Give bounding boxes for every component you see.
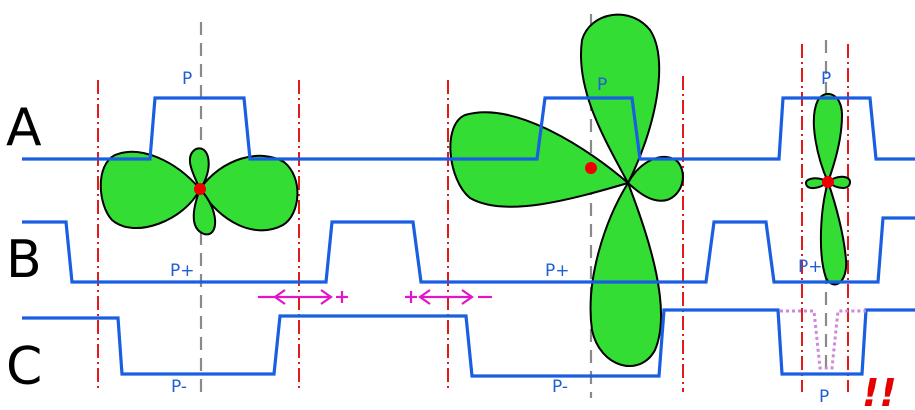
beam-pattern-left — [99, 147, 299, 236]
signal-a — [22, 96, 915, 161]
phase-center-dot — [194, 183, 206, 195]
lobe-bottom-large — [589, 182, 662, 367]
lobe-left-large — [449, 111, 629, 208]
lobe-down-small — [192, 188, 217, 236]
label-p-right-bottom: P — [819, 387, 829, 407]
arrowhead-left-2 — [418, 289, 431, 305]
beam-pattern-right — [805, 92, 851, 286]
label-p-left: P — [182, 69, 192, 89]
signal-c — [22, 308, 915, 378]
label-pminus-middle: P- — [552, 377, 568, 397]
arrowhead-left — [273, 289, 286, 305]
arrowhead-right — [320, 289, 333, 305]
lobe-right-big — [199, 154, 299, 232]
label-pplus-left: P+ — [170, 261, 195, 281]
lobe-up-small — [188, 147, 210, 190]
arrowhead-right-2 — [461, 289, 474, 305]
row-label-a: A — [6, 98, 42, 158]
phase-center-dot-right — [822, 176, 834, 188]
lobe-left-big — [99, 150, 201, 230]
row-label-c: C — [6, 337, 42, 397]
shift-arrow-right — [405, 289, 492, 305]
label-p-middle: P — [597, 75, 607, 95]
signal-b — [22, 216, 915, 284]
label-pplus-right: P+ — [798, 257, 823, 277]
phase-center-dot-middle — [585, 162, 597, 174]
label-p-right: P — [821, 69, 831, 89]
label-pminus-left: P- — [171, 377, 187, 397]
beam-pattern-middle — [449, 13, 684, 367]
marker-lines — [97, 44, 849, 392]
row-label-b: B — [6, 230, 42, 290]
lobe-right-tiny — [827, 175, 851, 189]
shift-arrow-left — [258, 289, 348, 305]
dip-trace — [780, 309, 866, 370]
lobe-bottom-slim — [819, 181, 848, 286]
warning-marks: !! — [862, 371, 897, 410]
lobe-top-slim — [812, 92, 843, 183]
label-pplus-middle: P+ — [545, 261, 570, 281]
